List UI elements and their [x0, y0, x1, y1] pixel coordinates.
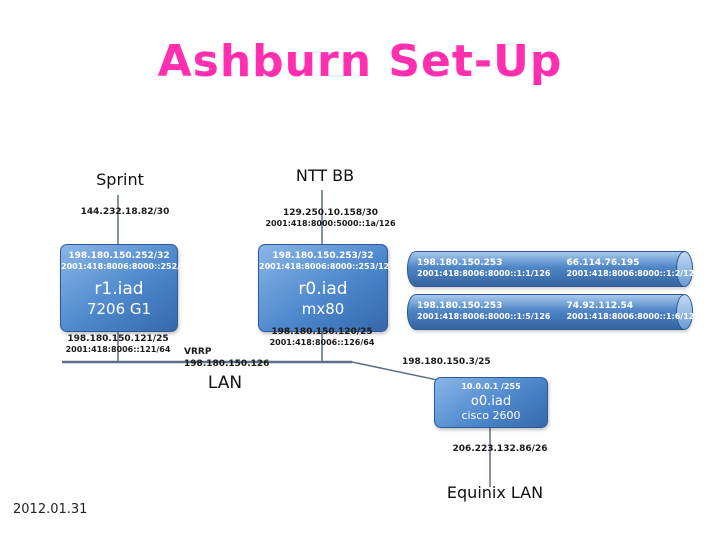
r1-lan-ipv6: 2001:418:8006::121/64 — [65, 345, 171, 355]
label-lan: LAN — [207, 373, 243, 393]
router-r0-node: 198.180.150.253/32 2001:418:8006:8000::2… — [258, 244, 395, 332]
tunnel-2-local-ip: 198.180.150.253 — [417, 301, 503, 311]
tunnel-1-local-ip: 198.180.150.253 — [417, 258, 503, 268]
tunnel-2-local-ipv6: 2001:418:8006:8000::1:5/126 — [417, 312, 551, 322]
tunnel-1-remote-ip: 66.114.76.195 — [566, 258, 640, 268]
r0-lan-ipv6: 2001:418:8006::126/64 — [269, 338, 375, 348]
tunnel-2-remote-ip: 74.92.112.54 — [566, 301, 634, 311]
label-equinix-lan: Equinix LAN — [446, 483, 544, 502]
r0-hostname: r0.iad — [298, 279, 348, 300]
vrrp-address-label: VRRP 198.180.150.126 — [184, 347, 270, 370]
tunnel-1-remote-ipv6: 2001:418:8006:8000::1:2/126 — [566, 269, 700, 279]
ntt-uplink-addrs: 129.250.10.158/30 2001:418:8000:5000::1a… — [248, 207, 413, 230]
tunnel-2-remote-endpoint: 74.92.112.54 2001:418:8006:8000::1:6/126 — [566, 300, 699, 323]
router-r1-node: 198.180.150.252/32 2001:418:8006:8000::2… — [60, 244, 197, 332]
r1-lan-addrs: 198.180.150.121/25 2001:418:8006::121/64 — [46, 333, 190, 356]
o0-hostname: o0.iad — [470, 393, 512, 409]
o0-lan-ip: 198.180.150.3/25 — [402, 357, 491, 367]
o0-downlink-ip: 206.223.132.86/26 — [452, 444, 548, 454]
tunnel-1-cylinder: 198.180.150.253 2001:418:8006:8000::1:1/… — [407, 251, 700, 287]
r1-loopback-ipv6: 2001:418:8006:8000::252/128 — [61, 261, 197, 271]
cylinder-cap — [676, 251, 693, 287]
router-o0-node: 10.0.0.1 /255 o0.iad cisco 2600 — [434, 377, 548, 428]
ntt-uplink-ipv6: 2001:418:8000:5000::1a/126 — [265, 219, 396, 229]
r0-lan-addrs: 198.180.150.120/25 2001:418:8006::126/64 — [250, 326, 394, 349]
r0-lan-ip: 198.180.150.120/25 — [271, 327, 373, 337]
label-sprint: Sprint — [96, 170, 144, 189]
o0-ip: 10.0.0.1 /255 — [461, 382, 521, 391]
r0-loopback-ipv6: 2001:418:8006:8000::253/128 — [259, 261, 395, 271]
tunnel-2-cylinder: 198.180.150.253 2001:418:8006:8000::1:5/… — [407, 294, 700, 330]
tunnel-1-local-ipv6: 2001:418:8006:8000::1:1/126 — [417, 269, 551, 279]
sprint-uplink-ip: 144.232.18.82/30 — [80, 207, 170, 217]
ntt-uplink-ip: 129.250.10.158/30 — [283, 208, 378, 218]
tunnel-1-local-endpoint: 198.180.150.253 2001:418:8006:8000::1:1/… — [417, 257, 550, 280]
r1-hostname: r1.iad — [94, 279, 144, 300]
slide-title: Ashburn Set-Up — [157, 36, 563, 87]
tunnel-1-remote-endpoint: 66.114.76.195 2001:418:8006:8000::1:2/12… — [566, 257, 699, 280]
o0-model: cisco 2600 — [461, 409, 521, 423]
r1-loopback-ip: 198.180.150.252/32 — [68, 251, 170, 261]
slide-date: 2012.01.31 — [13, 502, 88, 517]
r1-model: 7206 G1 — [86, 299, 152, 318]
tunnel-2-local-endpoint: 198.180.150.253 2001:418:8006:8000::1:5/… — [417, 300, 550, 323]
r0-loopback-ip: 198.180.150.253/32 — [272, 251, 374, 261]
tunnel-2-remote-ipv6: 2001:418:8006:8000::1:6/126 — [566, 312, 700, 322]
cylinder-cap — [676, 294, 693, 330]
r1-lan-ip: 198.180.150.121/25 — [67, 334, 169, 344]
label-ntt-bb: NTT BB — [295, 166, 355, 185]
r0-model: mx80 — [301, 299, 345, 318]
